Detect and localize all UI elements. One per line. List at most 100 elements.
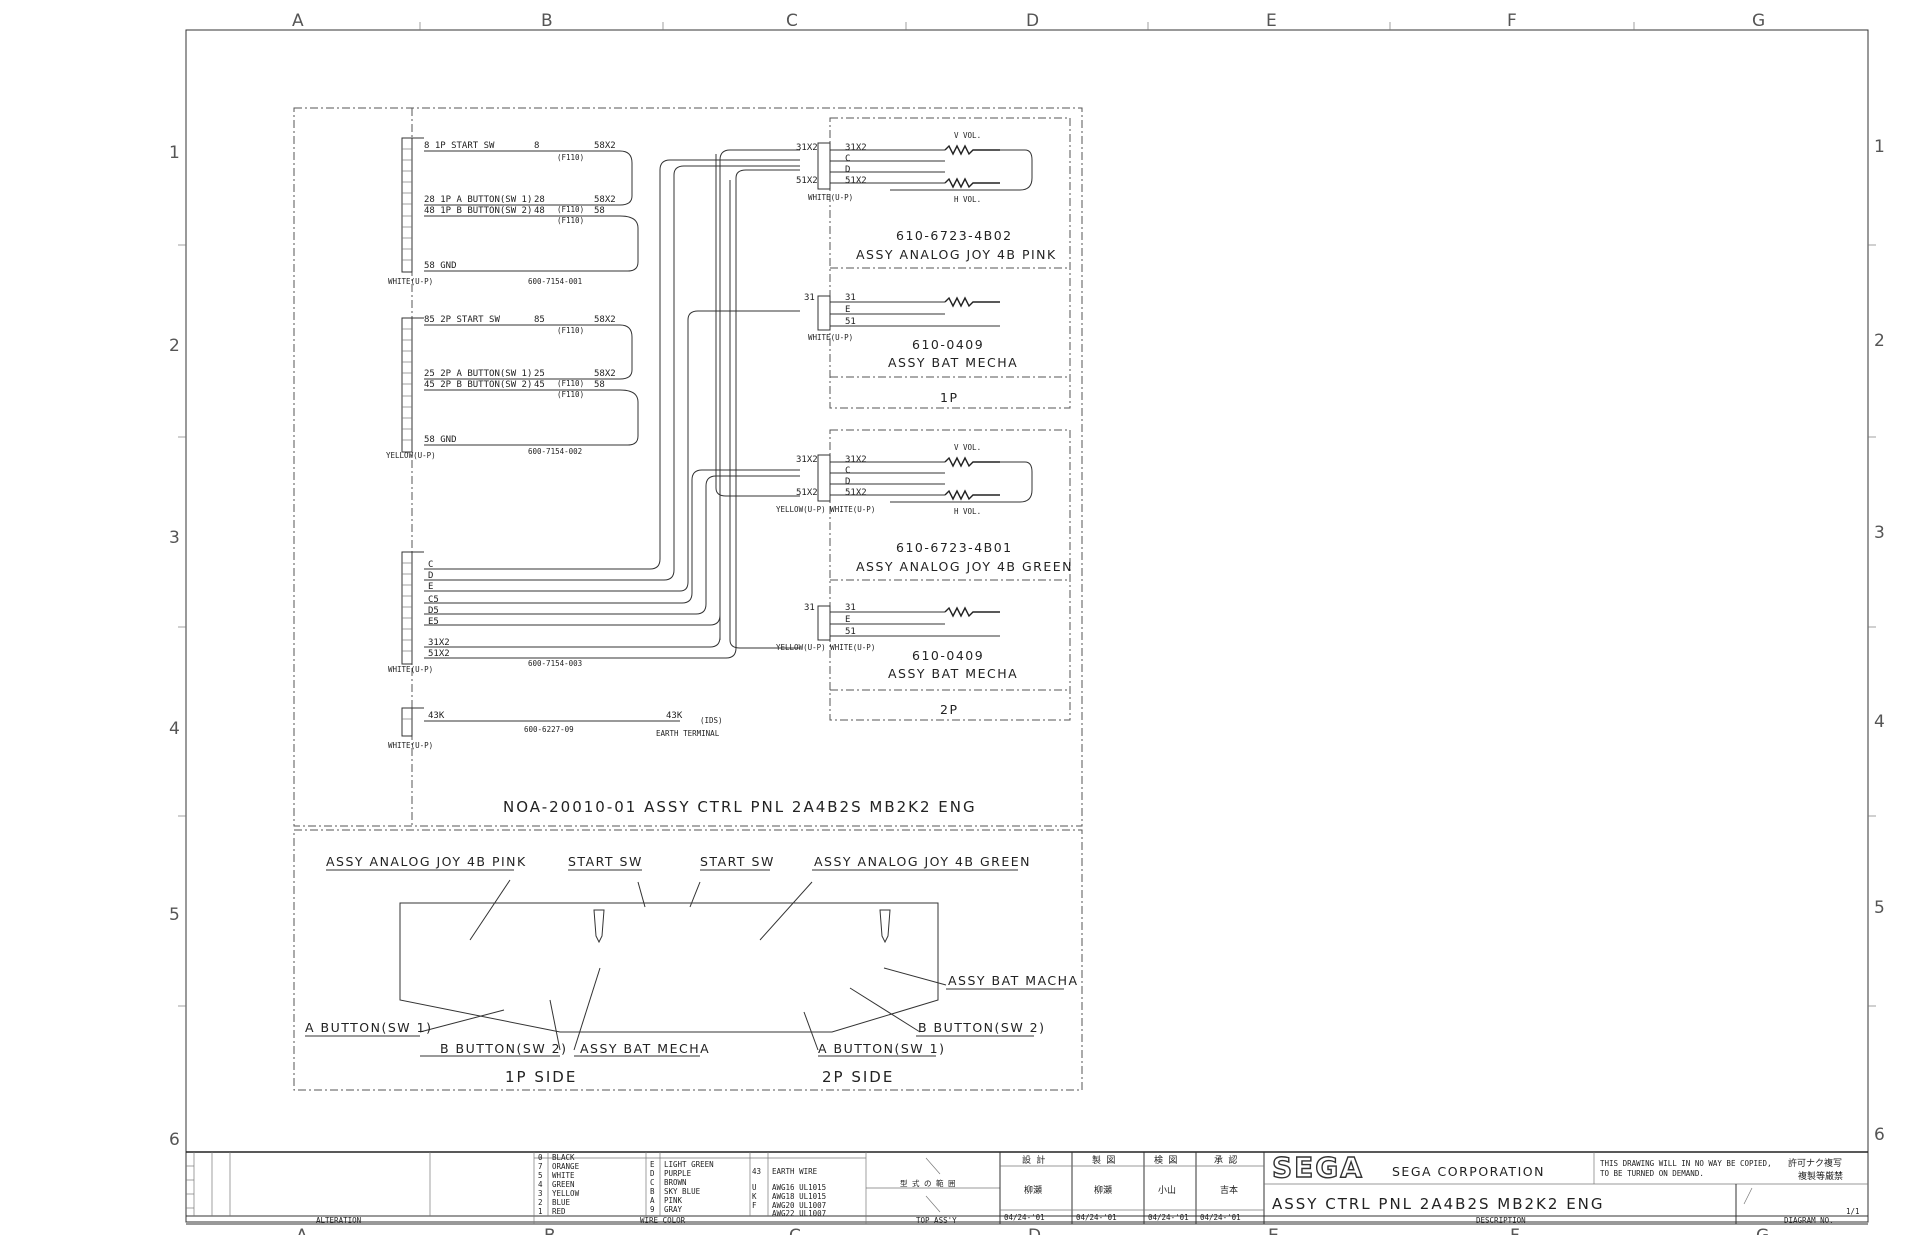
connector-part: 600-6227-09	[524, 725, 574, 734]
wire-code: 3	[538, 1189, 543, 1198]
wire-color: RED	[552, 1207, 566, 1216]
panel-label-a-button-1p: A BUTTON(SW 1)	[305, 1020, 432, 1035]
connector-line: 51X2	[428, 649, 450, 659]
group-2p-label: 2P	[940, 702, 959, 717]
wire-label: 8	[534, 141, 539, 151]
grid-col-label: G	[1756, 1226, 1769, 1235]
wire-type: AWG16 UL1015	[772, 1183, 826, 1192]
wire-type-code: 43	[752, 1167, 761, 1176]
copy-notice: TO BE TURNED ON DEMAND.	[1600, 1169, 1704, 1178]
sheet-frame	[185, 29, 1869, 1223]
wire-code: 4	[538, 1180, 543, 1189]
joy-pink-name: ASSY ANALOG JOY 4B PINK	[856, 247, 1057, 262]
joy-pink-assembly: 31X2 31X2 C D 51X2 51X2 V VOL. H VOL. WH…	[796, 131, 1057, 262]
pin-label: 51X2	[796, 176, 818, 186]
approval-date: 04/24-'01	[1148, 1213, 1189, 1222]
pin-label: D	[845, 477, 850, 487]
pin-label: 31	[804, 603, 815, 613]
connector-line: C	[428, 560, 433, 570]
h-vol-label: H VOL.	[954, 507, 981, 516]
wire-type: AWG20 UL1007	[772, 1201, 826, 1210]
wire-type: AWG18 UL1015	[772, 1192, 826, 1201]
wire-note: (IDS)	[700, 716, 723, 725]
connector-earth: 43K 43K (IDS) EARTH TERMINAL WHITE(U-P) …	[388, 707, 723, 750]
wire-code: A	[650, 1196, 655, 1205]
grid-row-label: 4	[1874, 712, 1885, 732]
pin-label: 51X2	[845, 176, 867, 186]
pin-label: 51X2	[845, 488, 867, 498]
connector-color: YELLOW(U-P) WHITE(U-P)	[776, 505, 875, 514]
wire-color: SKY BLUE	[664, 1187, 701, 1196]
pin-label: C	[845, 466, 850, 476]
grid-col-label: F	[1510, 1226, 1520, 1235]
group-2p-box	[829, 429, 1071, 721]
connector-line: 31X2	[428, 638, 450, 648]
panel-label-a-button-2p: A BUTTON(SW 1)	[818, 1041, 945, 1056]
wire-label: 58X2	[594, 141, 616, 151]
grid-row-label: 5	[1874, 898, 1885, 918]
connector-part: 600-7154-003	[528, 659, 582, 668]
panel-label-1p-side: 1P SIDE	[505, 1068, 577, 1086]
wire-color: PURPLE	[664, 1169, 692, 1178]
role-label: 製 図	[1092, 1154, 1115, 1166]
panel-label-b-button-2p: B BUTTON(SW 2)	[918, 1020, 1046, 1035]
connector-line: 85 2P START SW	[424, 315, 500, 325]
grid-row-label: 4	[169, 719, 180, 739]
wire-type-code: U	[752, 1183, 757, 1192]
wire-type-code: F	[752, 1201, 757, 1210]
approval-date: 04/24-'01	[1004, 1213, 1045, 1222]
group-1p-label: 1P	[940, 390, 959, 405]
wire-color: GREEN	[552, 1180, 575, 1189]
wire-color: WHITE	[552, 1171, 575, 1180]
bat-1p-assembly: 31 31 E 51 WHITE(U-P) 610-0409 ASSY BAT …	[804, 293, 1018, 370]
grid-col-label: A	[296, 1226, 308, 1235]
role-label: 承 認	[1214, 1154, 1237, 1166]
connector-line: 8 1P START SW	[424, 141, 495, 151]
wire-label: (F110)	[557, 390, 584, 399]
wire-color: ORANGE	[552, 1162, 580, 1171]
grid-row-label: 1	[1874, 137, 1885, 157]
approver-name: 柳瀬	[1024, 1184, 1042, 1196]
control-panel-outline	[305, 869, 1064, 1057]
grid-row-label: 2	[1874, 331, 1885, 351]
wire-label: 58X2	[594, 195, 616, 205]
earth-terminal-label: EARTH TERMINAL	[656, 729, 720, 738]
pin-label: E	[845, 305, 850, 315]
joy-green-name: ASSY ANALOG JOY 4B GREEN	[856, 559, 1073, 574]
connector-2p: 85 2P START SW 25 2P A BUTTON(SW 1) 45 2…	[386, 315, 639, 460]
wire-code: 0	[538, 1153, 543, 1162]
assembly-boundary	[293, 107, 1083, 827]
pin-label: 31X2	[845, 143, 867, 153]
connector-3: C D E C5 D5 E5 31X2 51X2 WHITE(U-P) 600-…	[388, 149, 800, 674]
grid-col-label: D	[1028, 1226, 1041, 1235]
wire-label: 43K	[428, 711, 445, 721]
connector-1p: 8 1P START SW 28 1P A BUTTON(SW 1) 48 1P…	[388, 137, 639, 286]
grid-col-label: A	[292, 11, 304, 31]
approver-name: 柳瀬	[1094, 1184, 1112, 1196]
panel-layout-box	[293, 829, 1083, 1091]
wire-type-code: K	[752, 1192, 757, 1201]
role-label: 設 計	[1022, 1154, 1045, 1166]
panel-label-joy-green: ASSY ANALOG JOY 4B GREEN	[814, 854, 1031, 869]
assembly-title: NOA-20010-01 ASSY CTRL PNL 2A4B2S MB2K2 …	[503, 798, 977, 816]
connector-line: 48 1P B BUTTON(SW 2)	[424, 206, 532, 216]
grid-col-label: E	[1268, 1226, 1279, 1235]
connector-line: 58 GND	[424, 435, 457, 445]
grid-row-label: 5	[169, 905, 180, 925]
bat-2p-name: ASSY BAT MECHA	[888, 666, 1018, 681]
bat-1p-name: ASSY BAT MECHA	[888, 355, 1018, 370]
wire-color: BLACK	[552, 1153, 575, 1162]
grid-row-label: 6	[169, 1130, 180, 1150]
diagram-no-label: DIAGRAM NO.	[1784, 1216, 1834, 1225]
pin-label: E	[845, 615, 850, 625]
connector-line: 25 2P A BUTTON(SW 1)	[424, 369, 532, 379]
approval-date: 04/24-'01	[1200, 1213, 1241, 1222]
wire-label: 58X2	[594, 369, 616, 379]
connector-part: 600-7154-002	[528, 447, 582, 456]
wire-color: LIGHT GREEN	[664, 1160, 714, 1169]
connector-part: 600-7154-001	[528, 277, 582, 286]
copy-notice: THIS DRAWING WILL IN NO WAY BE COPIED,	[1600, 1159, 1772, 1168]
connector-color: WHITE(U-P)	[388, 665, 433, 674]
panel-label-start-1: START SW	[568, 854, 643, 869]
